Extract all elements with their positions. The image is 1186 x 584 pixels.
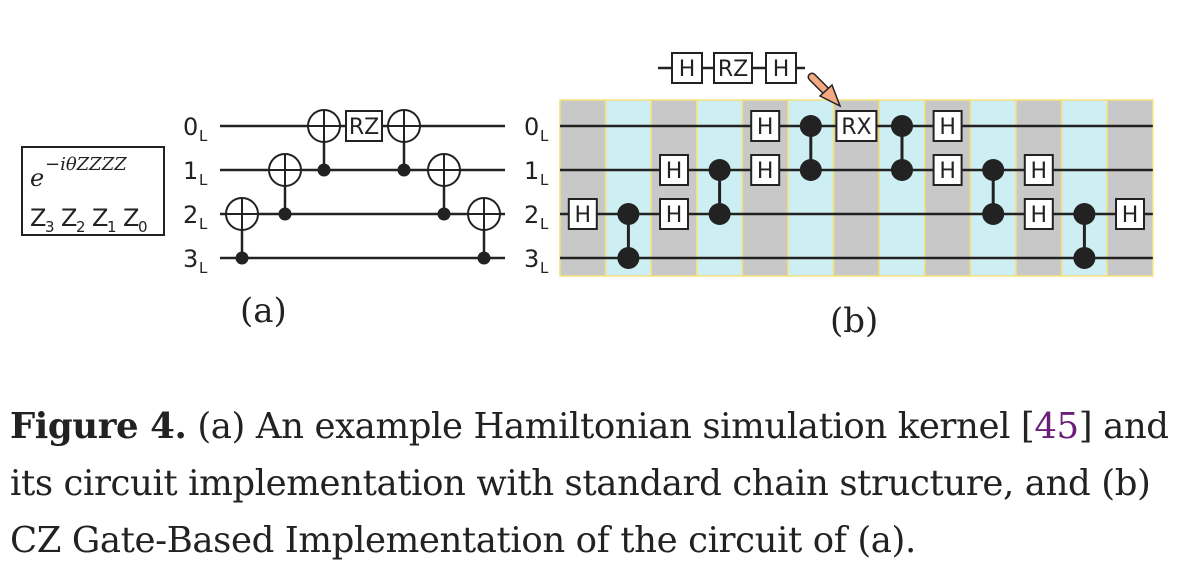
control-dot [235, 251, 249, 265]
control-dot [799, 159, 822, 181]
citation-link[interactable]: 45 [1034, 406, 1079, 447]
arrow-head-icon [818, 83, 842, 108]
gate-box [835, 110, 878, 142]
control-dot [278, 207, 292, 221]
panel-b-label: (b) [830, 301, 878, 341]
gate-label: H [575, 203, 592, 228]
control-dot [891, 115, 913, 137]
gate-box [659, 198, 689, 230]
control-dot [617, 247, 640, 269]
gate-label: H [939, 115, 956, 140]
caption-text: (a) An example Hamiltonian simulation ke… [186, 406, 1035, 447]
formula-exp-power: −iθZZZZ [45, 154, 127, 175]
control-dot [1073, 247, 1096, 269]
qubit-label-sub: L [199, 259, 208, 277]
gate-box [750, 110, 781, 142]
qubit-label-sub: L [540, 171, 549, 189]
qubit-label: 0 [524, 113, 539, 141]
gate-box [932, 154, 963, 186]
gate-label: RZ [718, 57, 748, 82]
gate-box [932, 110, 963, 142]
gate-label: H [1031, 203, 1048, 228]
qubit-label: 2 [524, 201, 539, 229]
gate-label: H [773, 57, 790, 82]
gate-box [765, 52, 797, 84]
formula-pauli-string: Z 3 Z 2 Z 1 Z 0 [30, 204, 148, 236]
gate-label: H [1031, 159, 1048, 184]
gate-box [1023, 198, 1054, 230]
qubit-label: 3 [524, 245, 539, 273]
gate-label: H [666, 159, 683, 184]
pauli-letter: Z [61, 204, 77, 232]
qubit-label-sub: L [199, 171, 208, 189]
qubit-label: 1 [183, 157, 198, 185]
rx-equivalence-inset: H RZ H [658, 52, 805, 84]
gate-label: RX [841, 115, 871, 140]
gate-label: H [757, 159, 774, 184]
control-dot [982, 203, 1005, 225]
qubit-label: 0 [183, 113, 198, 141]
control-dot [477, 251, 491, 265]
control-dot [617, 203, 640, 225]
caption-text-rest: ] and its circuit implementation with st… [10, 406, 1169, 561]
gate-box [1115, 198, 1145, 230]
qubit-label: 2 [183, 201, 198, 229]
control-dot [397, 163, 411, 177]
timestep-column [1015, 99, 1063, 277]
figure-caption: Figure 4. (a) An example Hamiltonian sim… [10, 398, 1180, 569]
hamiltonian-formula: e −iθZZZZ Z 3 Z 2 Z 1 Z 0 [21, 146, 165, 236]
control-dot [708, 159, 731, 181]
control-dot [891, 159, 913, 181]
pauli-letter: Z [123, 204, 139, 232]
formula-exp-base: e [30, 164, 44, 192]
gate-label: H [679, 57, 696, 82]
gate-label: RZ [349, 115, 379, 140]
pauli-letter: Z [92, 204, 108, 232]
qubit-label: 3 [183, 245, 198, 273]
gate-label: H [666, 203, 683, 228]
gate-label: H [757, 115, 774, 140]
control-dot [437, 207, 451, 221]
gate-box [750, 154, 781, 186]
control-dot [982, 159, 1005, 181]
control-dot [317, 163, 331, 177]
gate-box [659, 154, 689, 186]
gate-box [567, 198, 598, 230]
gate-label: H [1122, 203, 1139, 228]
qubit-label-sub: L [540, 215, 549, 233]
control-dot [708, 203, 731, 225]
gate-box [345, 110, 383, 142]
panel-a-label: (a) [240, 291, 287, 331]
qubit-label-sub: L [199, 215, 208, 233]
qubit-label-sub: L [199, 127, 208, 145]
qubit-label-sub: L [540, 127, 549, 145]
gate-box [671, 52, 703, 84]
pauli-index: 0 [138, 218, 148, 236]
gate-label: H [939, 159, 956, 184]
control-dot [1073, 203, 1096, 225]
gate-box [1023, 154, 1054, 186]
formula-frame [21, 146, 165, 236]
gate-box [713, 52, 753, 84]
pauli-index: 3 [45, 218, 55, 236]
pauli-letter: Z [30, 204, 46, 232]
pauli-index: 1 [107, 218, 117, 236]
timestep-column [1106, 99, 1154, 277]
qubit-label-sub: L [540, 259, 549, 277]
control-dot [799, 115, 822, 137]
qubit-label: 1 [524, 157, 539, 185]
pauli-index: 2 [76, 218, 86, 236]
caption-label: Figure 4. [10, 406, 187, 447]
